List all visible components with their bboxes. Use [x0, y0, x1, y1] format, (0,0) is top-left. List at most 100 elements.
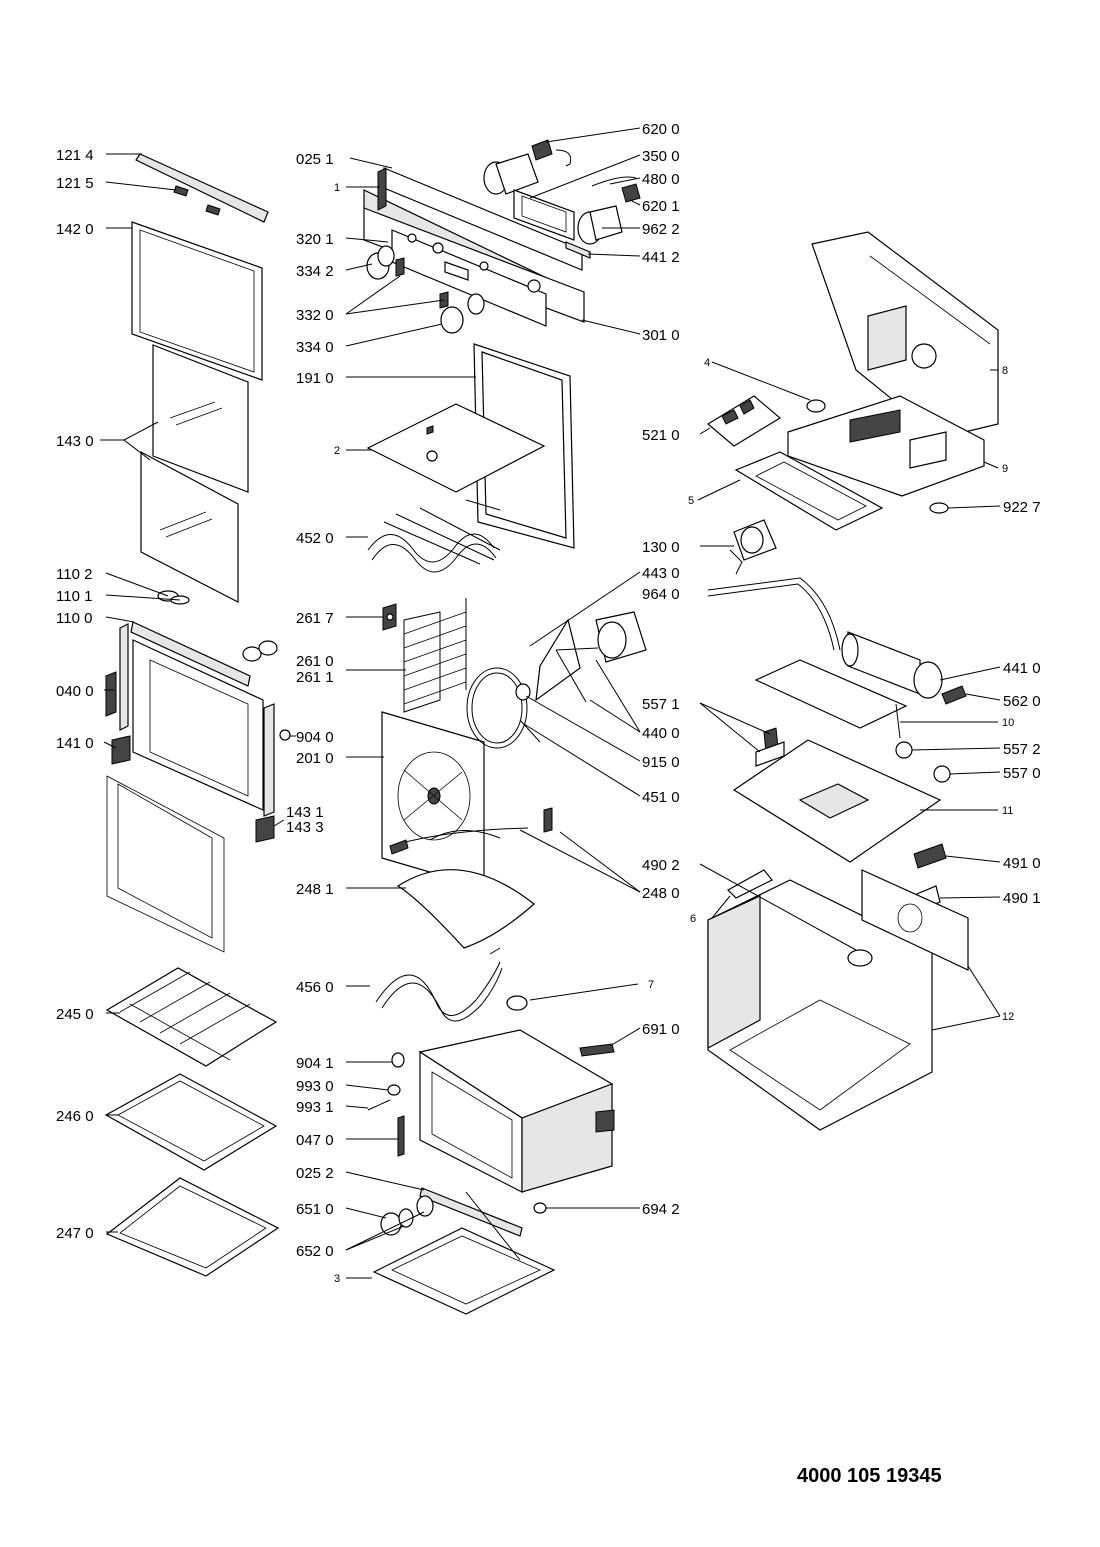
label-143-3: 143 3 [286, 819, 324, 836]
label-922-7: 922 7 [1003, 499, 1041, 516]
label-451-0: 451 0 [642, 789, 680, 806]
label-047-0: 047 0 [296, 1132, 334, 1149]
grill-element [367, 499, 501, 573]
label-480-0: 480 0 [642, 171, 680, 188]
label-201-0: 201 0 [296, 750, 334, 767]
label-121-4: 121 4 [56, 147, 94, 164]
label-691-0: 691 0 [642, 1021, 680, 1038]
label-110-1: 110 1 [56, 588, 92, 605]
label-557-2: 557 2 [1003, 741, 1041, 758]
leader-lines [100, 127, 1001, 1279]
label-320-1: 320 1 [296, 231, 334, 248]
cooling-fan-tube [707, 577, 841, 651]
control-panel [363, 167, 585, 327]
label-9: 9 [1002, 463, 1008, 475]
bracket-plate [734, 451, 884, 531]
label-025-1: 025 1 [296, 151, 334, 168]
label-491-0: 491 0 [1003, 855, 1041, 872]
label-332-0: 332 0 [296, 307, 334, 324]
label-7: 7 [648, 979, 654, 991]
fan-support-frame [754, 659, 908, 739]
door-seal [106, 775, 225, 953]
label-441-2: 441 2 [642, 249, 680, 266]
door-inner-frame [130, 621, 264, 811]
label-11: 11 [1002, 805, 1013, 817]
document-number: 4000 105 19345 [797, 1465, 942, 1487]
label-191-0: 191 0 [296, 370, 334, 387]
label-915-0: 915 0 [642, 754, 680, 771]
label-993-0: 993 0 [296, 1078, 334, 1095]
label-4: 4 [704, 357, 710, 369]
door-top-trim [135, 153, 269, 223]
door-hinge-pads [157, 590, 278, 662]
base-element [396, 869, 535, 949]
label-130-0: 130 0 [642, 539, 680, 556]
label-964-0: 964 0 [642, 586, 680, 603]
label-261-1: 261 1 [296, 669, 334, 686]
motor-130 [729, 519, 777, 575]
label-904-1: 904 1 [296, 1055, 334, 1072]
bottom-cover [732, 739, 942, 863]
label-10: 10 [1002, 717, 1014, 729]
label-441-0: 441 0 [1003, 660, 1041, 677]
label-248-0: 248 0 [642, 885, 680, 902]
label-143-0: 143 0 [56, 433, 94, 450]
fan-and-motor [515, 611, 647, 703]
label-652-0: 652 0 [296, 1243, 334, 1260]
bottom-element [375, 947, 503, 1022]
label-2: 2 [334, 445, 340, 457]
electronic-board [706, 395, 782, 447]
fan-bracket-6 [727, 869, 773, 899]
label-110-2: 110 2 [56, 566, 92, 583]
label-246-0: 246 0 [56, 1108, 94, 1125]
label-110-0: 110 0 [56, 610, 92, 627]
label-8: 8 [1002, 365, 1008, 377]
label-620-0: 620 0 [642, 121, 680, 138]
door-inner-glass [140, 344, 249, 603]
oven-racks-trays [104, 967, 280, 1277]
label-121-5: 121 5 [56, 175, 94, 192]
label-245-0: 245 0 [56, 1006, 94, 1023]
label-562-0: 562 0 [1003, 693, 1041, 710]
label-694-2: 694 2 [642, 1201, 680, 1218]
label-440-0: 440 0 [642, 725, 680, 742]
oven-thermostat [389, 807, 553, 855]
label-490-1: 490 1 [1003, 890, 1041, 907]
label-248-1: 248 1 [296, 881, 334, 898]
cavity [418, 1029, 615, 1193]
circular-element [466, 667, 541, 749]
door-hinges [105, 623, 291, 843]
label-651-0: 651 0 [296, 1201, 334, 1218]
tangential-fan [841, 631, 967, 705]
label-261-0: 261 0 [296, 653, 334, 670]
label-334-2: 334 2 [296, 263, 334, 280]
cavity-small-parts [367, 1043, 615, 1157]
label-141-0: 141 0 [56, 735, 94, 752]
cavity-front-strip [419, 1187, 523, 1237]
knobs [366, 245, 485, 334]
label-040-0: 040 0 [56, 683, 94, 700]
label-143-1: 143 1 [286, 804, 324, 821]
label-904-0: 904 0 [296, 729, 334, 746]
label-5: 5 [688, 495, 694, 507]
label-557-1: 557 1 [642, 696, 680, 713]
grommets [806, 399, 949, 514]
cavity-bottom-panel [372, 1227, 556, 1315]
label-1: 1 [334, 182, 340, 194]
label-025-2: 025 2 [296, 1165, 334, 1182]
label-490-2: 490 2 [642, 857, 680, 874]
cavity-top-panel [366, 403, 546, 493]
light-cover [506, 995, 528, 1011]
label-962-2: 962 2 [642, 221, 680, 238]
label-301-0: 301 0 [642, 327, 680, 344]
door-outer-glass [131, 221, 263, 381]
lamp-and-display-parts [483, 139, 641, 259]
label-452-0: 452 0 [296, 530, 334, 547]
label-557-0: 557 0 [1003, 765, 1041, 782]
rear-fan-cover [381, 711, 485, 889]
label-350-0: 350 0 [642, 148, 680, 165]
label-12: 12 [1002, 1011, 1014, 1023]
side-rack-supports [382, 598, 467, 713]
part-labels: 121 4 121 5 142 0 143 0 110 2 110 1 110 … [56, 121, 1041, 1285]
